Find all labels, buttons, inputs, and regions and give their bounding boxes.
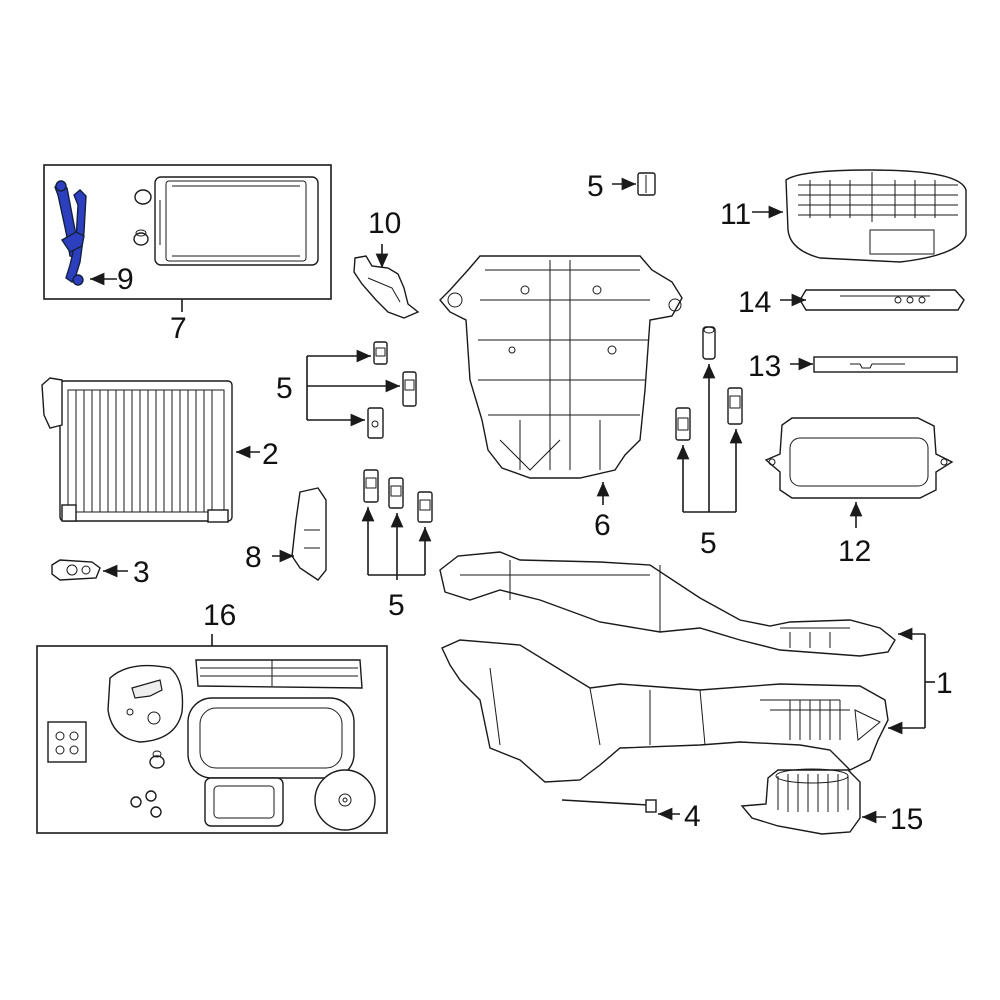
callout-16: 16: [203, 599, 236, 632]
drain-grommet[interactable]: [149, 750, 165, 769]
actuator-right-right[interactable]: [727, 387, 743, 425]
actuator-bottom-a[interactable]: [363, 469, 379, 503]
callout-5-left: 5: [276, 372, 293, 405]
callout-13: 13: [748, 350, 781, 383]
mode-door-actuator[interactable]: [291, 487, 327, 581]
evaporator-core[interactable]: [41, 377, 233, 523]
hvac-lower-housing[interactable]: [441, 639, 889, 783]
callout-6: 6: [594, 509, 611, 542]
grommet[interactable]: [133, 229, 149, 246]
blower-motor[interactable]: [740, 768, 861, 835]
duct-bracket[interactable]: [353, 255, 420, 319]
o-ring-set[interactable]: [130, 790, 162, 818]
callout-5-right: 5: [700, 527, 717, 560]
callout-1: 1: [936, 667, 953, 700]
callout-5-top: 5: [587, 170, 604, 203]
callout-14: 14: [738, 286, 771, 319]
actuator-top[interactable]: [637, 172, 656, 196]
callout-3: 3: [133, 556, 150, 589]
seal-strip[interactable]: [195, 659, 363, 689]
callout-4: 4: [684, 800, 701, 833]
seal-kit-group[interactable]: [36, 645, 388, 834]
heater-core[interactable]: [154, 176, 319, 266]
callout-12: 12: [838, 535, 871, 568]
square-gasket[interactable]: [204, 777, 284, 827]
actuator-left-top[interactable]: [373, 341, 388, 365]
foam-square-seal[interactable]: [47, 721, 87, 763]
actuator-bottom-c[interactable]: [417, 491, 433, 523]
expansion-valve[interactable]: [51, 559, 101, 581]
actuator-bottom-b[interactable]: [388, 477, 404, 509]
callout-15: 15: [890, 803, 923, 836]
cabin-air-filter[interactable]: [764, 417, 954, 499]
callout-2: 2: [262, 438, 279, 471]
filter-door[interactable]: [799, 289, 965, 311]
callout-11: 11: [720, 198, 751, 231]
temperature-sensor[interactable]: [561, 799, 657, 813]
callout-8: 8: [245, 541, 262, 574]
hvac-distribution-case[interactable]: [439, 255, 683, 479]
seal-ring[interactable]: [134, 189, 152, 205]
actuator-right-top[interactable]: [702, 326, 716, 360]
actuator-right-left[interactable]: [675, 407, 691, 441]
filter-seal[interactable]: [813, 356, 958, 373]
gasket-pad[interactable]: [107, 664, 184, 743]
callout-9: 9: [117, 263, 134, 296]
actuator-left-bottom[interactable]: [367, 407, 384, 439]
heater-core-kit-group[interactable]: [43, 164, 332, 300]
air-inlet-housing[interactable]: [785, 169, 967, 263]
housing-gasket[interactable]: [187, 697, 355, 779]
round-seal[interactable]: [314, 769, 376, 831]
callout-7: 7: [170, 312, 187, 345]
callout-10: 10: [368, 207, 401, 240]
actuator-left-mid[interactable]: [402, 371, 417, 407]
hvac-upper-housing[interactable]: [439, 551, 896, 657]
callout-5-bottom: 5: [388, 589, 405, 622]
heater-core-tubes-highlight[interactable]: [54, 180, 87, 286]
